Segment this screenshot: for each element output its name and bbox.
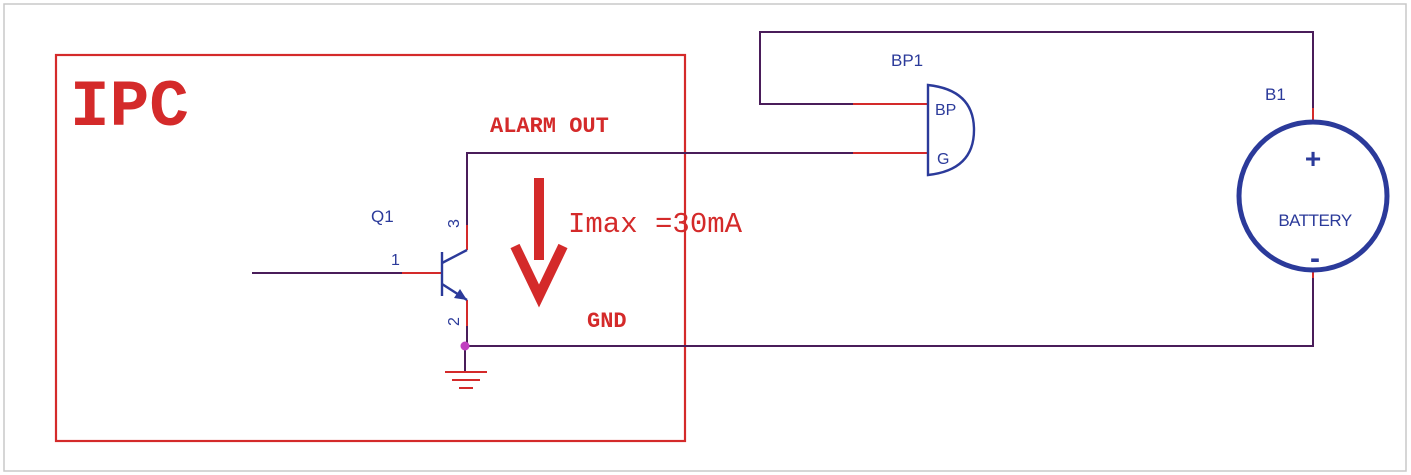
buzzer-pin-g: G: [937, 151, 949, 168]
buzzer-pin-bp: BP: [935, 102, 956, 119]
gnd-return-wire: [466, 278, 1314, 347]
transistor-pin-emitter: 2: [446, 317, 463, 326]
battery-b1-symbol: [1236, 119, 1390, 273]
battery-plus-sign: +: [1305, 143, 1321, 174]
transistor-emitter-arrow: [454, 289, 467, 300]
gnd-label: GND: [587, 309, 627, 334]
current-arrow-icon: [510, 178, 568, 308]
buzzer-to-battery-wire: [759, 31, 1314, 108]
battery-name: BATTERY: [1278, 211, 1351, 230]
transistor-q1-symbol: [440, 248, 468, 302]
imax-label: Imax =30mA: [568, 208, 743, 241]
buzzer-ref: BP1: [891, 51, 923, 70]
ground-symbol: [445, 371, 487, 389]
alarm-out-wire: [466, 152, 853, 225]
ipc-title: IPC: [70, 70, 189, 145]
transistor-ref: Q1: [371, 207, 394, 226]
battery-minus-sign: -: [1310, 242, 1320, 275]
junction-dot: [460, 341, 470, 351]
alarm-out-label: ALARM OUT: [490, 114, 609, 139]
wires: [252, 31, 1314, 372]
ipc-box: [54, 53, 687, 443]
transistor-pin-collector: 3: [446, 219, 463, 228]
outer-frame: [3, 3, 1407, 472]
battery-ref: B1: [1265, 85, 1286, 104]
transistor-pin-base: 1: [391, 252, 400, 269]
buzzer-bp1-symbol: [926, 83, 976, 177]
